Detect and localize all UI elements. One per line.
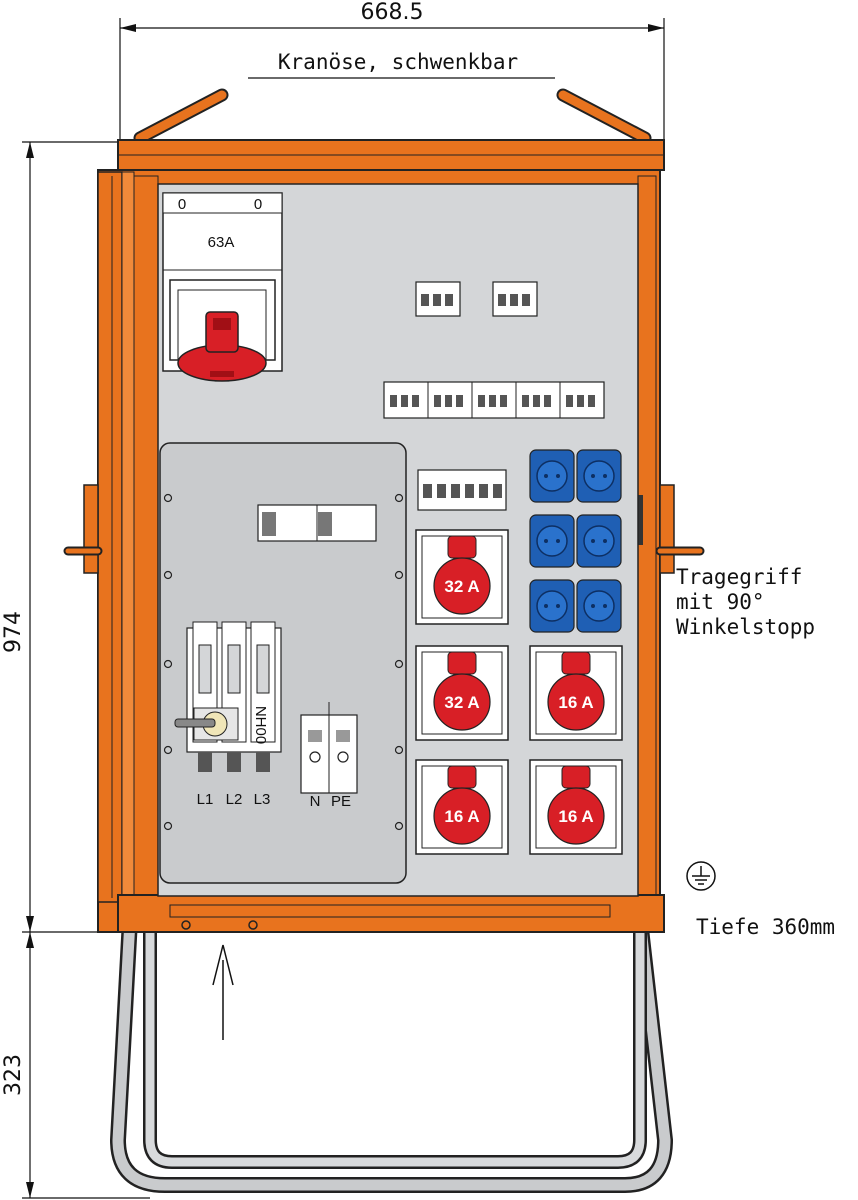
schuko-socket — [576, 514, 622, 568]
schuko-socket — [576, 449, 622, 503]
cee-socket-2: 32 A — [415, 645, 509, 741]
crane-eyes — [133, 88, 652, 145]
pe-label: PE — [331, 793, 351, 810]
stand-height-value: 323 — [1, 1054, 26, 1096]
rcd-group — [417, 469, 507, 511]
cee-socket-3-rating: 16 A — [558, 693, 593, 712]
cee-socket-2-rating: 32 A — [444, 693, 479, 712]
handle-line-1: Tragegriff — [676, 565, 802, 589]
cee-socket-1: 32 A — [415, 529, 509, 625]
phase-label-l1: L1 — [197, 791, 214, 808]
insert-direction-arrow-icon — [212, 944, 234, 1040]
cee-socket-5-rating: 16 A — [558, 807, 593, 826]
cee-socket-1-rating: 32 A — [444, 577, 479, 596]
main-switch-module: 0 0 63A — [162, 192, 283, 382]
main-switch-right-zero: 0 — [254, 196, 262, 213]
phase-label-l2: L2 — [226, 791, 243, 808]
cee-socket-4: 16 A — [415, 759, 509, 855]
crane-eye-annotation: Kranöse, schwenkbar — [248, 50, 555, 79]
schuko-socket — [576, 579, 622, 633]
cee-socket-3: 16 A — [529, 645, 623, 741]
width-value: 668.5 — [361, 0, 424, 25]
handle-line-3: Winkelstopp — [676, 615, 815, 639]
ground-symbol-icon — [686, 861, 716, 891]
crane-eye-label: Kranöse, schwenkbar — [278, 50, 518, 74]
neutral-label: N — [310, 793, 321, 810]
cee-socket-5: 16 A — [529, 759, 623, 855]
phase-label-l3: L3 — [254, 791, 271, 808]
width-dimension: 668.5 — [119, 0, 665, 140]
mcb-group-top — [415, 281, 538, 317]
cee-socket-4-rating: 16 A — [444, 807, 479, 826]
main-switch-left-zero: 0 — [178, 196, 186, 213]
height-value: 974 — [1, 611, 26, 653]
fuse-type-label: NH00 — [252, 706, 269, 744]
schuko-sockets — [529, 449, 622, 633]
stand-height-dimension: 323 — [1, 932, 150, 1199]
stand-frame — [110, 892, 673, 1193]
cee-sockets: 32 A 32 A 16 A 16 A 16 A — [415, 529, 623, 855]
schuko-socket — [529, 514, 575, 568]
neutral-pe-terminals: N PE — [300, 702, 358, 810]
handle-annotation: Tragegriff mit 90° Winkelstopp — [676, 565, 815, 639]
schuko-socket — [529, 449, 575, 503]
main-switch-rating: 63A — [208, 234, 235, 251]
nh00-fuse-disconnector: NH00 L1 L2 L3 — [174, 621, 282, 808]
handle-line-2: mit 90° — [676, 590, 765, 614]
mcb-group-middle — [383, 381, 605, 419]
depth-label: Tiefe 360mm — [696, 915, 835, 939]
schuko-socket — [529, 579, 575, 633]
